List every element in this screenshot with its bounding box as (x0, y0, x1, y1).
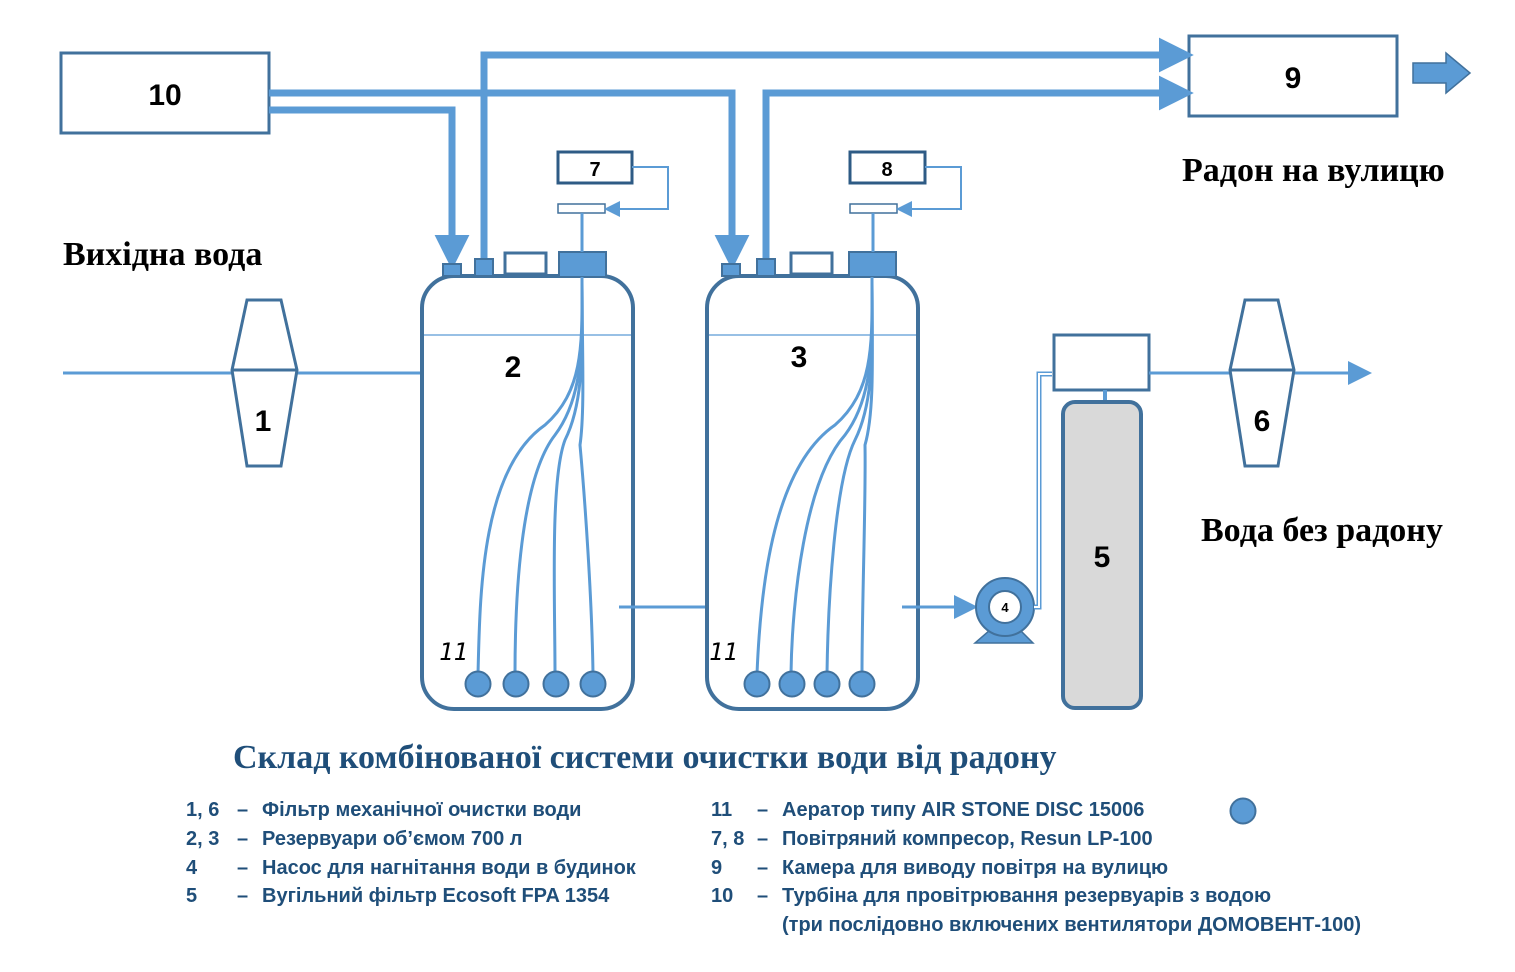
legend-text: Вугільний фільтр Ecosoft FPA 1354 (262, 885, 610, 907)
pump-4: 4 (972, 577, 1035, 644)
legend-text: Резервуари об’ємом 700 л (262, 828, 522, 850)
radon-out-label: Радон на вулицю (1182, 152, 1445, 189)
legend-num: 2, 3 (186, 828, 219, 850)
turbine-10-label: 10 (148, 79, 181, 112)
compressor-7: 7 (556, 150, 669, 252)
duct-tank2-to-chamber (480, 37, 1194, 264)
legend-dash: – (237, 885, 248, 907)
aerator-11-label-tank3: 11 (709, 638, 738, 666)
pump-riser-pipe (1034, 371, 1052, 610)
duct-tank3-to-chamber (762, 75, 1194, 264)
aerator-disc-icon (464, 670, 492, 698)
tank-3-label: 3 (791, 341, 808, 374)
aerator-disc-icon (502, 670, 530, 698)
aerator-disc-icon (1229, 797, 1257, 825)
legend-num: 7, 8 (711, 828, 744, 850)
diagram-title: Склад комбінованої системи очистки води … (233, 739, 1056, 776)
duct-turbine-to-tank2 (269, 106, 470, 270)
air-chamber-9: 9 (1187, 34, 1399, 118)
carbon-filter-5-label: 5 (1094, 541, 1111, 574)
legend-dash: – (757, 799, 768, 821)
legend-text: Насос для нагнітання води в будинок (262, 857, 637, 879)
air-chamber-9-label: 9 (1285, 62, 1302, 95)
legend-num: 11 (711, 799, 732, 821)
clean-water-label: Вода без радону (1201, 512, 1443, 549)
legend-num: 10 (711, 885, 733, 907)
legend-text: Камера для виводу повітря на вулицю (782, 857, 1168, 879)
legend-num: 9 (711, 857, 722, 879)
legend-dash: – (757, 828, 768, 850)
legend-dash: – (237, 857, 248, 879)
compressor-8-label: 8 (881, 159, 892, 181)
duct-turbine-to-tank3 (269, 89, 750, 270)
aerator-11-label-tank2: 11 (439, 638, 468, 666)
mechanical-filter-6: 6 (1228, 298, 1296, 468)
aerator-disc-icon (848, 670, 876, 698)
input-water-label: Вихідна вода (63, 236, 262, 273)
tank-2-label: 2 (505, 351, 522, 384)
aerator-disc-icon (778, 670, 806, 698)
legend-dash: – (237, 828, 248, 850)
tank-3: 3 11 (705, 251, 920, 711)
legend-num: 1, 6 (186, 799, 219, 821)
pump-4-label: 4 (1001, 600, 1009, 615)
aerator-disc-icon (813, 670, 841, 698)
legend: 1, 6 – Фільтр механічної очистки води 2,… (186, 797, 1361, 936)
aerator-disc-icon (579, 670, 607, 698)
legend-text: Фільтр механічної очистки води (262, 799, 581, 821)
legend-right: 11 – Аератор типу AIR STONE DISC 15006 7… (711, 797, 1361, 936)
turbine-10: 10 (59, 51, 271, 135)
legend-num: 4 (186, 857, 198, 879)
legend-left: 1, 6 – Фільтр механічної очистки води 2,… (186, 799, 637, 907)
compressor-7-label: 7 (589, 159, 600, 181)
aerator-disc-icon (542, 670, 570, 698)
exhaust-arrow-icon (1412, 51, 1472, 95)
filter-6-label: 6 (1254, 405, 1271, 438)
aerator-disc-icon (743, 670, 771, 698)
legend-dash: – (237, 799, 248, 821)
compressor-8: 8 (848, 150, 962, 252)
legend-text: Повітряний компресор, Resun LP-100 (782, 828, 1153, 850)
carbon-filter-5: 5 (1052, 333, 1151, 710)
tank-2: 2 11 (420, 251, 635, 711)
air-ducts (269, 37, 1194, 270)
legend-num: 5 (186, 885, 197, 907)
legend-text-continuation: (три послідовно включених вентилятори ДО… (782, 914, 1361, 936)
legend-dash: – (757, 857, 768, 879)
legend-text: Аератор типу AIR STONE DISC 15006 (782, 799, 1144, 821)
legend-dash: – (757, 885, 768, 907)
legend-text: Турбіна для провітрювання резервуарів з … (782, 885, 1271, 907)
filter-1-label: 1 (255, 405, 272, 438)
mechanical-filter-1: 1 (230, 298, 299, 468)
